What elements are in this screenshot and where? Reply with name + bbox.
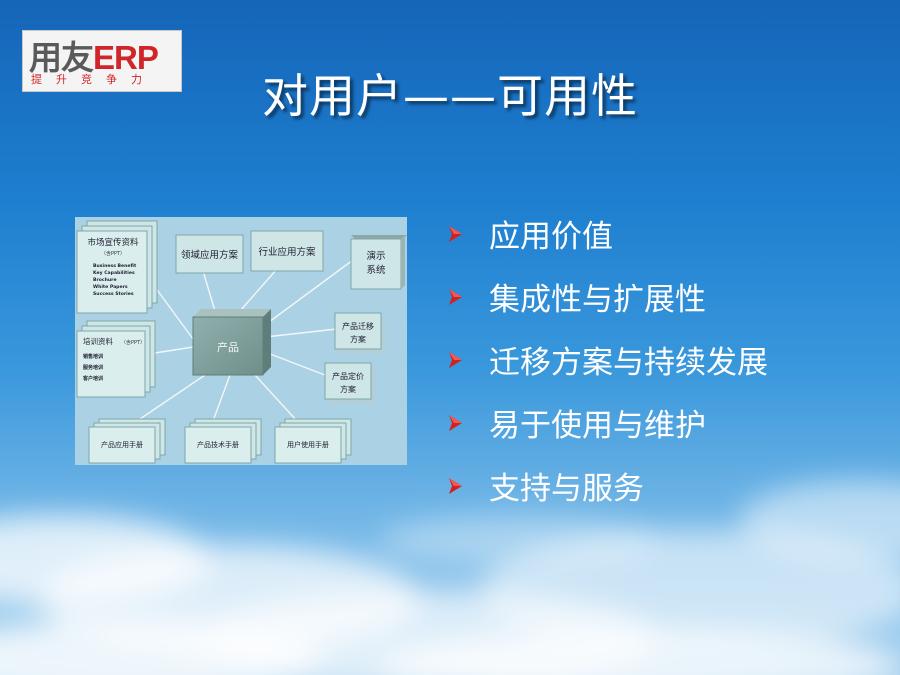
- red-arrow-bullet-icon: [449, 477, 462, 494]
- tech-manual-stack: 产品技术手册: [184, 418, 262, 464]
- app-manual-stack: 产品应用手册: [88, 418, 166, 464]
- slide-title: 对用户——可用性: [262, 69, 638, 123]
- tech-manual-label: 产品技术手册: [197, 440, 239, 449]
- bullet-item: 支持与服务: [445, 454, 768, 517]
- demo-system-box: 演示 系统: [350, 235, 407, 290]
- logo-tagline: 提升竞争力: [31, 73, 156, 86]
- market-docs-subtitle: （含PPT）: [101, 250, 125, 257]
- training-docs-subtitle: （含PPT）: [121, 339, 145, 346]
- market-docs-item: Business Benefit: [93, 263, 137, 269]
- domain-solution-label: 领域应用方案: [181, 249, 239, 261]
- bullet-text: 支持与服务: [489, 471, 644, 507]
- brand-logo: 用友ERP 提升竞争力: [22, 30, 182, 92]
- app-manual-label: 产品应用手册: [101, 440, 143, 449]
- migration-plan-line2: 方案: [350, 334, 366, 344]
- product-diagram: 市场宣传资料 （含PPT） Business Benefit Key Capab…: [75, 217, 407, 465]
- bullet-list: 应用价值 集成性与扩展性 迁移方案与持续发展 易于使用与维护 支持与服务: [445, 202, 768, 517]
- bullet-item: 集成性与扩展性: [445, 265, 768, 328]
- training-docs-item: 销售培训: [83, 353, 103, 360]
- market-docs-item: Brochure: [93, 277, 117, 283]
- diagram-connectors: [136, 256, 358, 422]
- market-docs-item: Success Stories: [93, 291, 134, 297]
- market-docs-title: 市场宣传资料: [87, 237, 139, 248]
- bullet-text: 迁移方案与持续发展: [489, 345, 768, 381]
- demo-system-line1: 演示: [366, 250, 385, 262]
- domain-solution-box: 领域应用方案: [175, 234, 244, 274]
- product-center-label: 产品: [217, 340, 239, 354]
- logo-brand-en: ERP: [93, 39, 159, 76]
- bullet-item: 应用价值: [445, 202, 768, 265]
- market-docs-item: White Papers: [93, 284, 128, 290]
- logo-brand-cn: 用友: [29, 39, 94, 76]
- user-manual-label: 用户使用手册: [287, 440, 329, 449]
- bullet-item: 易于使用与维护: [445, 391, 768, 454]
- migration-plan-box: 产品迁移 方案: [334, 312, 385, 353]
- market-docs-item: Key Capabilities: [93, 270, 135, 276]
- bullet-text: 应用价值: [489, 219, 613, 255]
- product-center-cube: 产品: [192, 309, 271, 376]
- demo-system-line2: 系统: [366, 264, 386, 276]
- training-docs-title: 培训资料: [83, 336, 113, 346]
- red-arrow-bullet-icon: [449, 414, 462, 431]
- migration-plan-line1: 产品迁移: [342, 321, 374, 331]
- bullet-text: 集成性与扩展性: [489, 282, 706, 318]
- bullet-item: 迁移方案与持续发展: [445, 328, 768, 391]
- pricing-plan-line2: 方案: [340, 384, 356, 394]
- industry-solution-label: 行业应用方案: [258, 246, 316, 258]
- user-manual-stack: 用户使用手册: [274, 418, 352, 464]
- bullet-text: 易于使用与维护: [489, 408, 706, 444]
- red-arrow-bullet-icon: [449, 225, 462, 242]
- training-docs-item: 服务培训: [83, 364, 103, 371]
- red-arrow-bullet-icon: [449, 288, 462, 305]
- pricing-plan-line1: 产品定价: [332, 371, 364, 381]
- industry-solution-box: 行业应用方案: [250, 230, 324, 272]
- training-docs-stack: 培训资料 （含PPT） 销售培训 服务培训 客户培训: [76, 320, 156, 398]
- logo-wordmark: 用友ERP: [29, 31, 159, 79]
- red-arrow-bullet-icon: [449, 351, 462, 368]
- pricing-plan-box: 产品定价 方案: [324, 362, 375, 403]
- market-docs-stack: 市场宣传资料 （含PPT） Business Benefit Key Capab…: [76, 220, 158, 314]
- training-docs-item: 客户培训: [82, 375, 103, 382]
